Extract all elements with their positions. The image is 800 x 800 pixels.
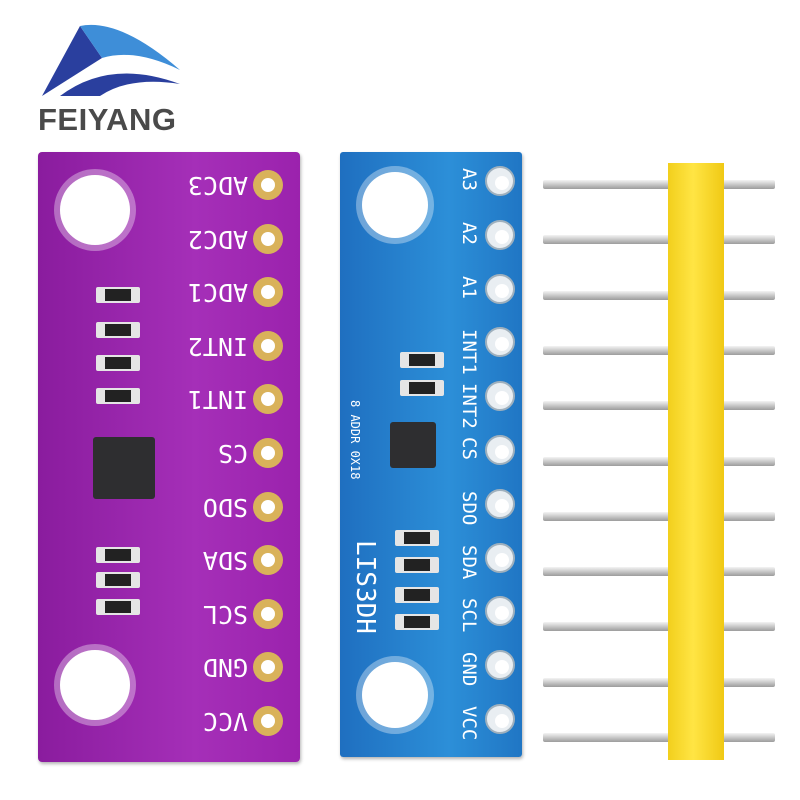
address-label: 8 ADDR 0X18 — [348, 400, 362, 480]
pin-label: A1 — [458, 275, 480, 299]
pin-label: INT1 — [187, 385, 248, 415]
pin-pad — [485, 488, 515, 519]
pin-label: SDA — [202, 546, 248, 576]
resistor — [400, 352, 444, 368]
pin-label: VCC — [458, 706, 480, 741]
pin-pad — [485, 381, 515, 412]
part-label: LIS3DH — [350, 540, 380, 634]
pin-label: CS — [458, 437, 480, 460]
capacitor — [96, 547, 140, 563]
inductor — [395, 614, 439, 630]
header-pin — [543, 345, 775, 355]
pin-pad — [253, 384, 283, 415]
pin-label: INT1 — [458, 329, 480, 376]
mounting-hole — [60, 175, 130, 245]
resistor — [96, 572, 140, 588]
pin-pad — [253, 170, 283, 200]
pin-pad — [485, 542, 515, 573]
header-pin — [543, 677, 775, 687]
capacitor — [395, 530, 439, 546]
pin-pad — [253, 330, 283, 361]
header-pin — [543, 456, 775, 466]
pin-label: INT2 — [187, 331, 248, 361]
pin-pad — [485, 327, 515, 358]
pin-label: SDA — [458, 544, 480, 579]
pin-label: SDO — [458, 490, 480, 526]
pin-label: SDO — [202, 492, 248, 522]
pin-label: SCL — [458, 598, 480, 633]
pin-pad — [253, 223, 283, 254]
pin-label: A2 — [458, 221, 480, 245]
resistor — [400, 380, 444, 396]
pin-pad — [485, 704, 515, 734]
pin-pad — [485, 650, 515, 681]
mounting-hole — [60, 650, 130, 720]
mounting-hole — [362, 172, 428, 238]
resistor — [96, 322, 140, 338]
pin-label: ADC3 — [187, 171, 248, 200]
pin-pad — [253, 706, 283, 736]
pin-label: ADC2 — [187, 224, 248, 254]
pin-pad — [485, 273, 515, 304]
capacitor — [96, 388, 140, 404]
header-pin — [543, 511, 775, 521]
pin-label: VCC — [202, 707, 248, 736]
pin-label: A3 — [458, 168, 480, 191]
header-pin — [543, 235, 775, 245]
header-pin — [543, 401, 775, 411]
resistor — [96, 355, 140, 371]
accelerometer-chip — [93, 437, 155, 499]
pin-label: ADC1 — [187, 278, 248, 308]
resistor — [96, 287, 140, 303]
header-pin — [543, 290, 775, 300]
mounting-hole — [362, 662, 428, 728]
pin-label: SCL — [202, 599, 248, 629]
pin-pad — [485, 166, 515, 196]
pin-pad — [253, 491, 283, 522]
header-pin — [543, 567, 775, 577]
lis3dh-chip — [390, 422, 436, 468]
pin-pad — [253, 438, 283, 468]
header-pin — [543, 733, 775, 742]
pin-pad — [485, 219, 515, 250]
pin-pad — [253, 545, 283, 576]
header-pin — [543, 180, 775, 189]
pin-pad — [253, 277, 283, 308]
capacitor — [395, 557, 439, 573]
pin-header-plastic — [668, 163, 724, 760]
logo-text: FEIYANG — [38, 102, 177, 137]
pin-label: INT2 — [458, 383, 480, 429]
header-pin — [543, 622, 775, 632]
pin-pad — [485, 435, 515, 465]
pin-pad — [253, 598, 283, 629]
resistor — [96, 599, 140, 615]
pin-pad — [485, 596, 515, 627]
feiyang-logo-icon — [42, 24, 180, 96]
pin-label: GND — [458, 652, 480, 687]
inductor — [395, 587, 439, 603]
pin-label: CS — [217, 439, 248, 468]
pin-label: GND — [202, 653, 248, 683]
pin-pad — [253, 652, 283, 683]
